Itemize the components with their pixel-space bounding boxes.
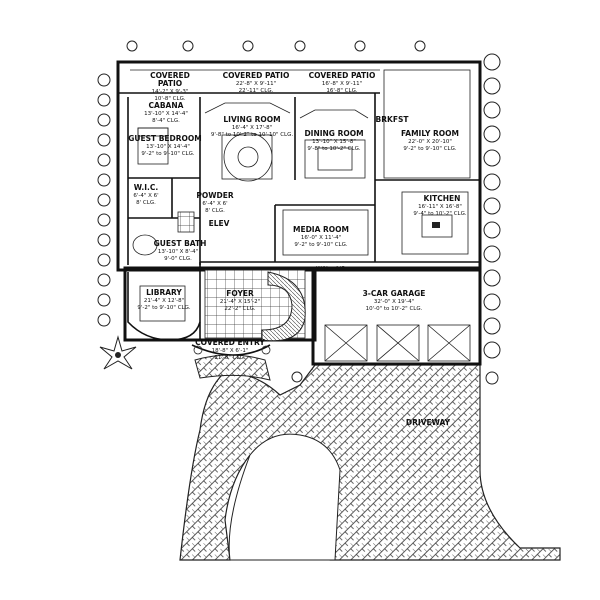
svg-text:KITCHEN: KITCHEN (424, 194, 461, 203)
svg-text:13'-10" X 15'-8": 13'-10" X 15'-8" (312, 139, 356, 145)
svg-text:9'-4" to 10'-2" CLG.: 9'-4" to 10'-2" CLG. (413, 211, 466, 217)
label-guest-bedroom: GUEST BEDROOM 13'-10" X 14'-4" 9'-2" to … (128, 134, 202, 157)
label-cabana: CABANA 13'-10" X 14'-4" 8'-4" CLG. (144, 101, 188, 124)
landscape-shrubs-left (97, 73, 111, 327)
svg-text:22'-2" CLG.: 22'-2" CLG. (224, 306, 255, 312)
svg-text:16'-8" X 9'-11": 16'-8" X 9'-11" (322, 81, 362, 87)
svg-text:6'-4" X 6': 6'-4" X 6' (133, 193, 158, 199)
garage-door-1 (324, 324, 368, 362)
bath-tub (132, 234, 158, 256)
label-foyer: FOYER 21'-4" X 15'-2" 22'-2" CLG. (220, 289, 260, 312)
kitchen-counter (401, 191, 469, 255)
svg-text:LIBRARY: LIBRARY (146, 288, 182, 297)
svg-text:COVERED PATIO: COVERED PATIO (309, 71, 376, 80)
svg-text:9'-2" to 9'-10" CLG.: 9'-2" to 9'-10" CLG. (294, 242, 347, 248)
svg-text:9'-2" to 9'-10" CLG.: 9'-2" to 9'-10" CLG. (137, 305, 190, 311)
svg-text:CABANA: CABANA (149, 101, 184, 110)
label-wic: W.I.C. 6'-4" X 6' 8' CLG. (133, 183, 158, 206)
svg-text:10'-8" CLG.: 10'-8" CLG. (154, 96, 185, 102)
svg-text:DINING ROOM: DINING ROOM (304, 129, 363, 138)
label-covered-patio-right: COVERED PATIO 16'-8" X 9'-11" 16'-8" CLG… (309, 71, 376, 94)
landscape-shrubs-top (126, 40, 426, 52)
svg-text:PATIO: PATIO (158, 79, 182, 88)
dining-table (304, 139, 366, 179)
svg-text:22'-8" X 9'-11": 22'-8" X 9'-11" (236, 81, 276, 87)
label-dining-room: DINING ROOM 13'-10" X 15'-8" 9'-8" to 10… (304, 129, 363, 152)
label-kitchen: KITCHEN 16'-11" X 16'-8" 9'-4" to 10'-2"… (413, 194, 466, 217)
svg-text:21'-4" X 12'-8": 21'-4" X 12'-8" (144, 298, 184, 304)
label-ac: A/C (335, 266, 345, 272)
label-elev: ELEV (209, 219, 230, 228)
entry-walk (194, 354, 271, 381)
svg-text:MEDIA ROOM: MEDIA ROOM (293, 225, 349, 234)
landscape-shrubs-right (483, 53, 501, 359)
driveway-island (228, 433, 341, 561)
garage-door-3 (427, 324, 471, 362)
svg-text:GUEST BEDROOM: GUEST BEDROOM (128, 134, 202, 143)
label-driveway: DRIVEWAY (406, 418, 451, 427)
svg-text:32'-0" X 19'-4": 32'-0" X 19'-4" (374, 299, 414, 305)
house-outline-lower-left (123, 266, 317, 342)
svg-text:21'-8" CLG.: 21'-8" CLG. (214, 355, 245, 361)
svg-text:FOYER: FOYER (226, 289, 254, 298)
svg-text:6'-4" X 6': 6'-4" X 6' (202, 201, 227, 207)
svg-text:13'-10" X 14'-4": 13'-10" X 14'-4" (144, 111, 188, 117)
label-guest-bath: GUEST BATH 13'-10" X 8'-4" 9'-0" CLG. (154, 239, 207, 262)
svg-text:16'-0" X 11'-4": 16'-0" X 11'-4" (301, 235, 341, 241)
svg-text:10'-0" to 10'-2" CLG.: 10'-0" to 10'-2" CLG. (366, 306, 423, 312)
svg-text:16'-11" X 16'-8": 16'-11" X 16'-8" (418, 204, 462, 210)
label-wh: W/H (316, 266, 327, 272)
svg-text:FAMILY ROOM: FAMILY ROOM (401, 129, 459, 138)
svg-text:COVERED: COVERED (150, 71, 190, 80)
svg-text:22'-11" CLG.: 22'-11" CLG. (239, 88, 274, 94)
svg-text:LIVING ROOM: LIVING ROOM (223, 115, 280, 124)
label-covered-patio-left: COVERED PATIO 14'-2" X 9'-3" 10'-8" CLG. (150, 71, 190, 102)
shrub (485, 371, 499, 385)
label-brkfst: BRKFST (376, 115, 410, 124)
svg-text:9'-8" to 10'-2" to 10'-10" CLG: 9'-8" to 10'-2" to 10'-10" CLG. (211, 132, 294, 138)
spiral-stair (261, 271, 306, 342)
kitchen-island (421, 214, 453, 238)
svg-text:21'-4" X 15'-2": 21'-4" X 15'-2" (220, 299, 260, 305)
label-garage: 3-CAR GARAGE 32'-0" X 19'-4" 10'-0" to 1… (363, 289, 426, 312)
label-library: LIBRARY 21'-4" X 12'-8" 9'-2" to 9'-10" … (137, 288, 190, 311)
svg-text:3-CAR GARAGE: 3-CAR GARAGE (363, 289, 426, 298)
living-table (223, 132, 273, 182)
svg-text:16'-8" CLG.: 16'-8" CLG. (326, 88, 357, 94)
svg-text:8' CLG.: 8' CLG. (205, 208, 225, 214)
label-living-room: LIVING ROOM 16'-4" X 17'-8" 9'-8" to 10'… (211, 115, 294, 138)
palm-tree (99, 335, 137, 370)
shrub (291, 371, 303, 383)
svg-text:POWDER: POWDER (196, 191, 233, 200)
svg-text:COVERED PATIO: COVERED PATIO (223, 71, 290, 80)
svg-text:8'-4" CLG.: 8'-4" CLG. (152, 118, 180, 124)
svg-text:13'-10" X 14'-4": 13'-10" X 14'-4" (146, 144, 190, 150)
label-media-room: MEDIA ROOM 16'-0" X 11'-4" 9'-2" to 9'-1… (293, 225, 349, 248)
svg-text:13'-10" X 8'-4": 13'-10" X 8'-4" (158, 249, 198, 255)
label-covered-patio-center: COVERED PATIO 22'-8" X 9'-11" 22'-11" CL… (223, 71, 290, 94)
label-powder: POWDER 6'-4" X 6' 8' CLG. (196, 191, 233, 214)
svg-text:14'-2" X 9'-3": 14'-2" X 9'-3" (152, 89, 189, 95)
label-covered-entry: COVERED ENTRY 18'-8" X 6'-1" 21'-8" CLG. (195, 338, 265, 361)
garage-door-2 (376, 324, 420, 362)
svg-text:9'-8" to 10'-2" CLG.: 9'-8" to 10'-2" CLG. (307, 146, 360, 152)
svg-text:9'-2" to 9'-10" CLG.: 9'-2" to 9'-10" CLG. (141, 151, 194, 157)
svg-text:9'-0" CLG.: 9'-0" CLG. (164, 256, 192, 262)
svg-text:GUEST BATH: GUEST BATH (154, 239, 207, 248)
svg-text:22'-0" X 20'-10": 22'-0" X 20'-10" (408, 139, 452, 145)
svg-text:W.I.C.: W.I.C. (134, 183, 159, 192)
svg-text:8' CLG.: 8' CLG. (136, 200, 156, 206)
garage-outline (311, 266, 482, 366)
svg-text:16'-4" X 17'-8": 16'-4" X 17'-8" (232, 125, 272, 131)
label-family-room: FAMILY ROOM 22'-0" X 20'-10" 9'-2" to 9'… (401, 129, 459, 152)
svg-text:18'-8" X 6'-1": 18'-8" X 6'-1" (212, 348, 249, 354)
svg-text:9'-2" to 9'-10" CLG.: 9'-2" to 9'-10" CLG. (403, 146, 456, 152)
svg-text:COVERED ENTRY: COVERED ENTRY (195, 338, 265, 347)
